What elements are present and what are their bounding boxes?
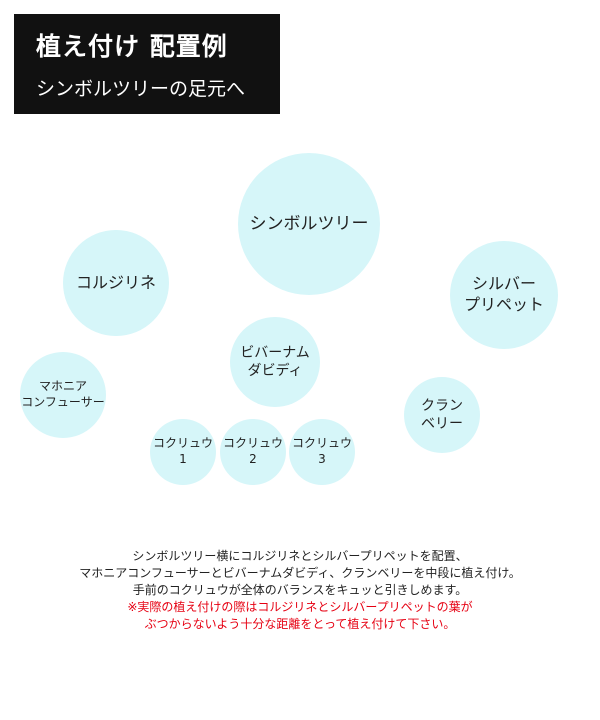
description-line: シンボルツリー横にコルジリネとシルバープリペットを配置、 [132, 549, 468, 563]
plant-label-silver-prippet: シルバー プリペット [463, 274, 544, 314]
plant-label-kokuryu-3: コクリュウ 3 [291, 436, 352, 466]
plant-label-bibernum-davidi: ビバーナム ダビディ [240, 344, 310, 379]
description-line: 手前のコクリュウが全体のバランスをキュッと引きしめます。 [132, 583, 468, 597]
caution-note-line: ※実際の植え付けの際はコルジリネとシルバープリペットの葉が [127, 600, 473, 614]
plant-circle-kokuryu-3: コクリュウ 3 [289, 419, 355, 485]
title-box: 植え付け 配置例 シンボルツリーの足元へ [14, 14, 280, 114]
plant-label-kokuryu-2: コクリュウ 2 [222, 436, 283, 466]
plant-circle-cranberry: クラン ベリー [404, 377, 480, 453]
plant-circle-kokuryu-2: コクリュウ 2 [220, 419, 286, 485]
plant-circle-symbol-tree: シンボルツリー [238, 153, 380, 295]
page-subtitle: シンボルツリーの足元へ [36, 78, 246, 100]
plant-label-kokuryu-1: コクリュウ 1 [152, 436, 213, 466]
plant-circle-silver-prippet: シルバー プリペット [450, 241, 558, 349]
page-title: 植え付け 配置例 [36, 32, 228, 61]
plant-circle-bibernum-davidi: ビバーナム ダビディ [230, 317, 320, 407]
plant-label-cranberry: クラン ベリー [421, 397, 463, 432]
description-line: マホニアコンフューサーとビバーナムダビディ、クランベリーを中段に植え付け。 [79, 566, 521, 580]
description: シンボルツリー横にコルジリネとシルバープリペットを配置、 マホニアコンフューサー… [0, 548, 600, 633]
plant-label-koruji-rine: コルジリネ [75, 272, 156, 292]
plant-label-symbol-tree: シンボルツリー [249, 213, 369, 234]
plant-circle-koruji-rine: コルジリネ [63, 230, 169, 336]
caution-note-line: ぶつからないよう十分な距離をとって植え付けて下さい。 [144, 617, 456, 631]
plant-circle-mahonia-confusa: マホニア コンフューサー [20, 352, 106, 438]
plant-circle-kokuryu-1: コクリュウ 1 [150, 419, 216, 485]
plant-label-mahonia-confusa: マホニア コンフューサー [21, 379, 105, 409]
